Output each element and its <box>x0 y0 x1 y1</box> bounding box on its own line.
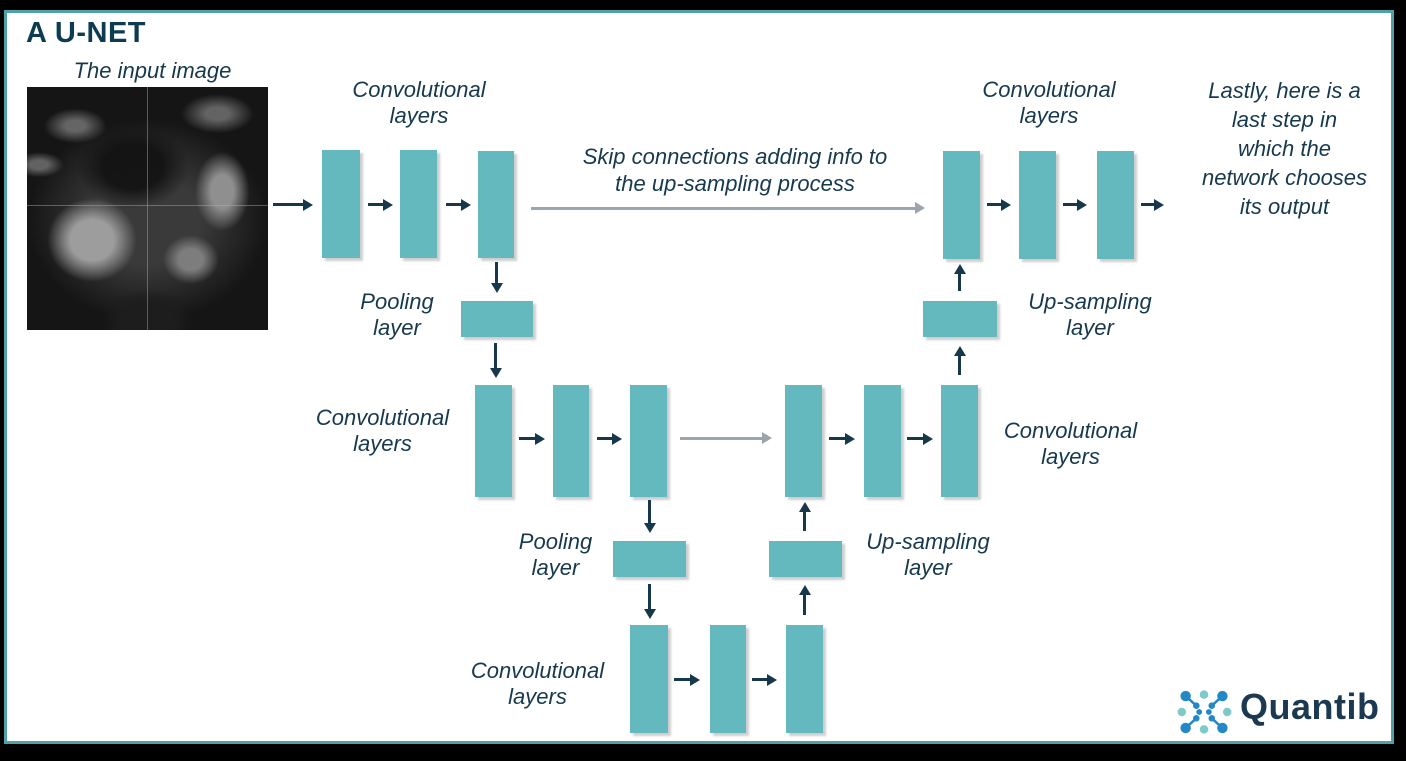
flow-arrow-up <box>958 356 961 375</box>
skip-connection-note: Skip connections adding info to the up-s… <box>582 144 888 196</box>
conv-layers-label-top-left: Convolutional layers <box>352 77 486 128</box>
flow-arrow <box>674 678 690 681</box>
flow-arrow-up <box>803 512 806 531</box>
pooling-block <box>461 301 533 337</box>
flow-arrow <box>829 437 845 440</box>
conv-block <box>322 150 360 258</box>
flow-arrow-down <box>494 343 497 368</box>
flow-arrow <box>273 203 303 206</box>
output-arrow <box>1141 203 1154 206</box>
skip-connection-arrow <box>680 437 762 440</box>
skip-connection-arrow <box>531 207 915 210</box>
conv-block <box>1097 151 1134 259</box>
page-title: A U-NET <box>26 17 147 49</box>
conv-layers-label-bottom: Convolutional layers <box>470 658 605 709</box>
flow-arrow-down <box>495 262 498 283</box>
flow-arrow-down <box>648 584 651 609</box>
conv-block <box>630 625 668 733</box>
flow-arrow <box>519 437 535 440</box>
conv-block <box>786 625 823 733</box>
conv-block <box>630 385 667 497</box>
flow-arrow-up <box>958 274 961 291</box>
quantib-logo-text: Quantib <box>1240 686 1380 727</box>
quantib-logo: Quantib <box>1176 684 1396 739</box>
crosshair-horizontal-line <box>27 205 268 206</box>
quantib-logo-icon <box>1177 690 1232 734</box>
conv-block <box>478 151 514 258</box>
pooling-block <box>613 541 686 577</box>
output-note: Lastly, here is a last step in which the… <box>1201 78 1368 219</box>
conv-block <box>943 151 980 259</box>
upsampling-layer-label-1: Up-sampling layer <box>1028 289 1152 340</box>
upsampling-layer-label-2: Up-sampling layer <box>866 529 990 580</box>
conv-block <box>553 385 589 497</box>
conv-block <box>710 625 746 733</box>
upsampling-block <box>769 541 842 577</box>
flow-arrow-down <box>648 500 651 523</box>
input-mri-image <box>27 87 268 330</box>
conv-layers-label-top-right: Convolutional layers <box>982 77 1116 128</box>
conv-layers-label-mid-left: Convolutional layers <box>315 405 450 456</box>
conv-block <box>785 385 822 497</box>
flow-arrow-up <box>803 595 806 615</box>
pooling-layer-label-2: Pooling layer <box>518 529 593 580</box>
flow-arrow <box>752 678 767 681</box>
conv-layers-label-mid-right: Convolutional layers <box>1003 418 1138 469</box>
flow-arrow <box>1063 203 1077 206</box>
flow-arrow <box>368 203 383 206</box>
upsampling-block <box>923 301 997 337</box>
input-image-caption: The input image <box>73 58 232 83</box>
conv-block <box>475 385 512 497</box>
pooling-layer-label-1: Pooling layer <box>360 289 434 340</box>
conv-block <box>941 385 978 497</box>
conv-block <box>864 385 901 497</box>
flow-arrow <box>907 437 923 440</box>
crosshair-vertical-line <box>147 87 148 330</box>
conv-block <box>1019 151 1056 259</box>
flow-arrow <box>446 203 461 206</box>
flow-arrow <box>987 203 1001 206</box>
flow-arrow <box>597 437 612 440</box>
conv-block <box>400 150 437 258</box>
